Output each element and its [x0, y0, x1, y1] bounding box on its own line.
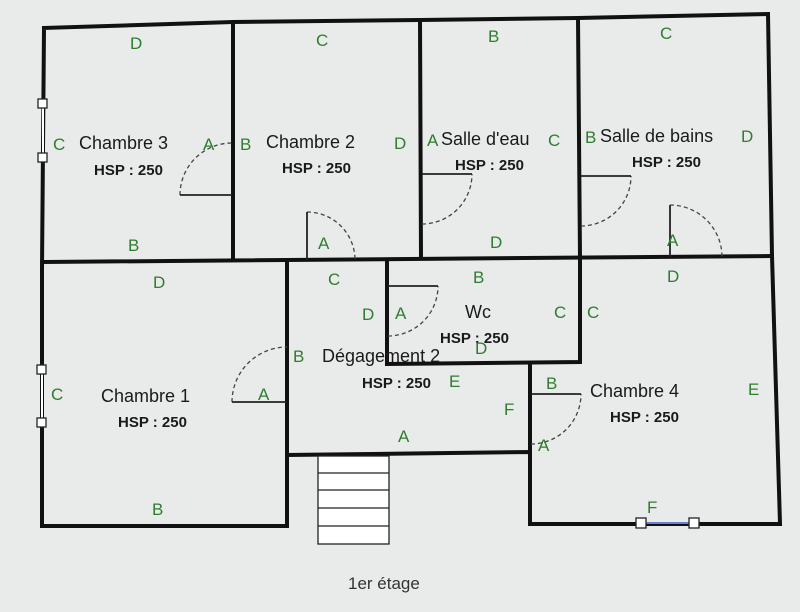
door-swing: [306, 211, 356, 261]
room-name: Salle d'eau: [441, 129, 530, 149]
room-hsp: HSP : 250: [610, 409, 679, 426]
wall-letter: A: [538, 436, 550, 455]
wall-letter: A: [398, 427, 410, 446]
wall-letter: C: [587, 303, 599, 322]
wall-letter: B: [488, 27, 499, 46]
room-name: Dégagement 2: [322, 346, 440, 366]
room-name: Chambre 3: [79, 133, 168, 153]
wall-letter: A: [318, 234, 330, 253]
room-hsp: HSP : 250: [455, 157, 524, 174]
room-name: Chambre 2: [266, 132, 355, 152]
wall-letter: D: [667, 267, 679, 286]
room-hsp: HSP : 250: [632, 154, 701, 171]
wall-letter: C: [51, 385, 63, 404]
window-marker: [635, 517, 647, 529]
wall-letter: C: [660, 24, 672, 43]
wall-letter: C: [328, 270, 340, 289]
wall-letter: A: [667, 231, 679, 250]
room-name: Chambre 4: [590, 381, 679, 401]
wall-letter: B: [585, 128, 596, 147]
window-marker: [37, 152, 48, 163]
room-hsp: HSP : 250: [94, 162, 163, 179]
wall-letter: D: [153, 273, 165, 292]
door-swing: [580, 175, 632, 227]
window-marker: [688, 517, 700, 529]
wall-letter: D: [362, 305, 374, 324]
wall-letter: C: [53, 135, 65, 154]
room-name: Chambre 1: [101, 386, 190, 406]
door-swing: [179, 142, 233, 196]
staircase: [317, 455, 390, 545]
wall-letter: B: [240, 135, 251, 154]
door-swing: [231, 346, 288, 403]
door-swing: [421, 173, 473, 225]
wall-letter: D: [490, 233, 502, 252]
windows: [36, 98, 700, 529]
wall-letter: B: [128, 236, 139, 255]
room-hsp: HSP : 250: [362, 375, 431, 392]
wall-letter: B: [546, 374, 557, 393]
wall-letter: D: [130, 34, 142, 53]
wall-letter: A: [203, 135, 215, 154]
door-swing: [387, 285, 439, 337]
wall-letters: D C A B C B D A B A C D C B D A B A C D …: [51, 24, 759, 519]
wall-letter: F: [647, 498, 657, 517]
door-swing: [669, 204, 723, 258]
wall-letter: C: [554, 303, 566, 322]
room-hsp: HSP : 250: [118, 414, 187, 431]
room-labels: Chambre 3 HSP : 250 Chambre 2 HSP : 250 …: [79, 126, 713, 431]
wall-letter: A: [258, 385, 270, 404]
wall-letter: C: [548, 131, 560, 150]
room-hsp: HSP : 250: [282, 160, 351, 177]
room-name: Wc: [465, 302, 491, 322]
doors: [179, 142, 723, 445]
wall-letter: B: [152, 500, 163, 519]
wall-letter: B: [473, 268, 484, 287]
floor-caption: 1er étage: [348, 574, 420, 593]
wall-letter: D: [475, 339, 487, 358]
door-swing: [530, 393, 582, 445]
window-marker: [36, 417, 47, 428]
wall-letter: A: [427, 131, 439, 150]
room-name: Salle de bains: [600, 126, 713, 146]
wall-letter: C: [316, 31, 328, 50]
window-marker: [36, 364, 47, 375]
wall-letter: D: [394, 134, 406, 153]
wall-letter: D: [741, 127, 753, 146]
wall-letter: F: [504, 400, 514, 419]
wall-letter: A: [395, 304, 407, 323]
wall-letter: B: [293, 347, 304, 366]
room-hsp: HSP : 250: [440, 330, 509, 347]
window-marker: [37, 98, 48, 109]
wall-letter: E: [748, 380, 759, 399]
wall-letter: E: [449, 372, 460, 391]
